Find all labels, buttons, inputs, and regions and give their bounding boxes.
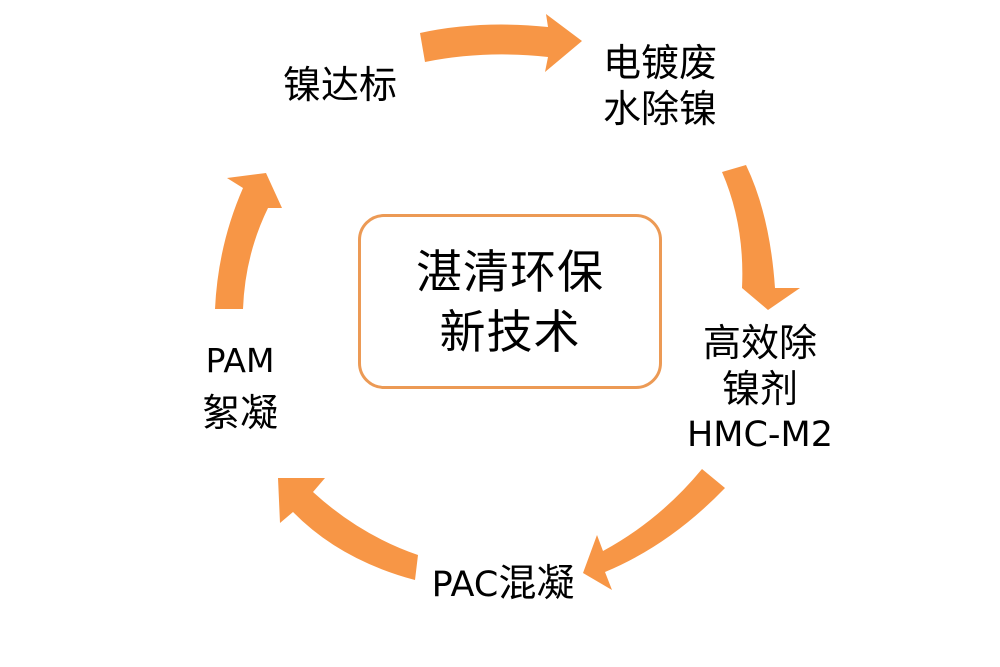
- node-electroplating-line-1: 电镀废: [602, 41, 717, 85]
- node-agent: 高效除 镍剂 HMC-M2: [680, 320, 840, 458]
- arrow-up-left-icon: [278, 478, 418, 580]
- node-pac-cjk: 混凝: [498, 561, 575, 605]
- node-agent-line-2: 镍剂: [721, 367, 798, 411]
- node-pam-line-2: 絮凝: [201, 391, 278, 435]
- arrow-down-left-icon: [583, 469, 725, 590]
- center-title-line-1: 湛清环保: [416, 244, 604, 299]
- node-pam: PAM 絮凝: [180, 338, 300, 436]
- center-title-line-2: 新技术: [439, 304, 581, 359]
- node-compliance-line-1: 镍达标: [282, 63, 397, 107]
- node-electroplating: 电镀废 水除镍: [590, 40, 730, 132]
- node-electroplating-line-2: 水除镍: [602, 87, 717, 131]
- arrow-right-icon: [420, 14, 582, 72]
- node-pac: PAC混凝: [418, 560, 588, 608]
- center-title-box: 湛清环保 新技术: [358, 214, 662, 389]
- node-pac-latin: PAC: [431, 565, 499, 605]
- node-agent-line-3: HMC-M2: [686, 415, 834, 455]
- node-compliance: 镍达标: [270, 62, 410, 108]
- arrow-up-icon: [215, 173, 282, 309]
- node-agent-line-1: 高效除: [702, 321, 817, 365]
- arrow-down-icon: [722, 165, 800, 310]
- node-pam-line-1: PAM: [205, 341, 275, 380]
